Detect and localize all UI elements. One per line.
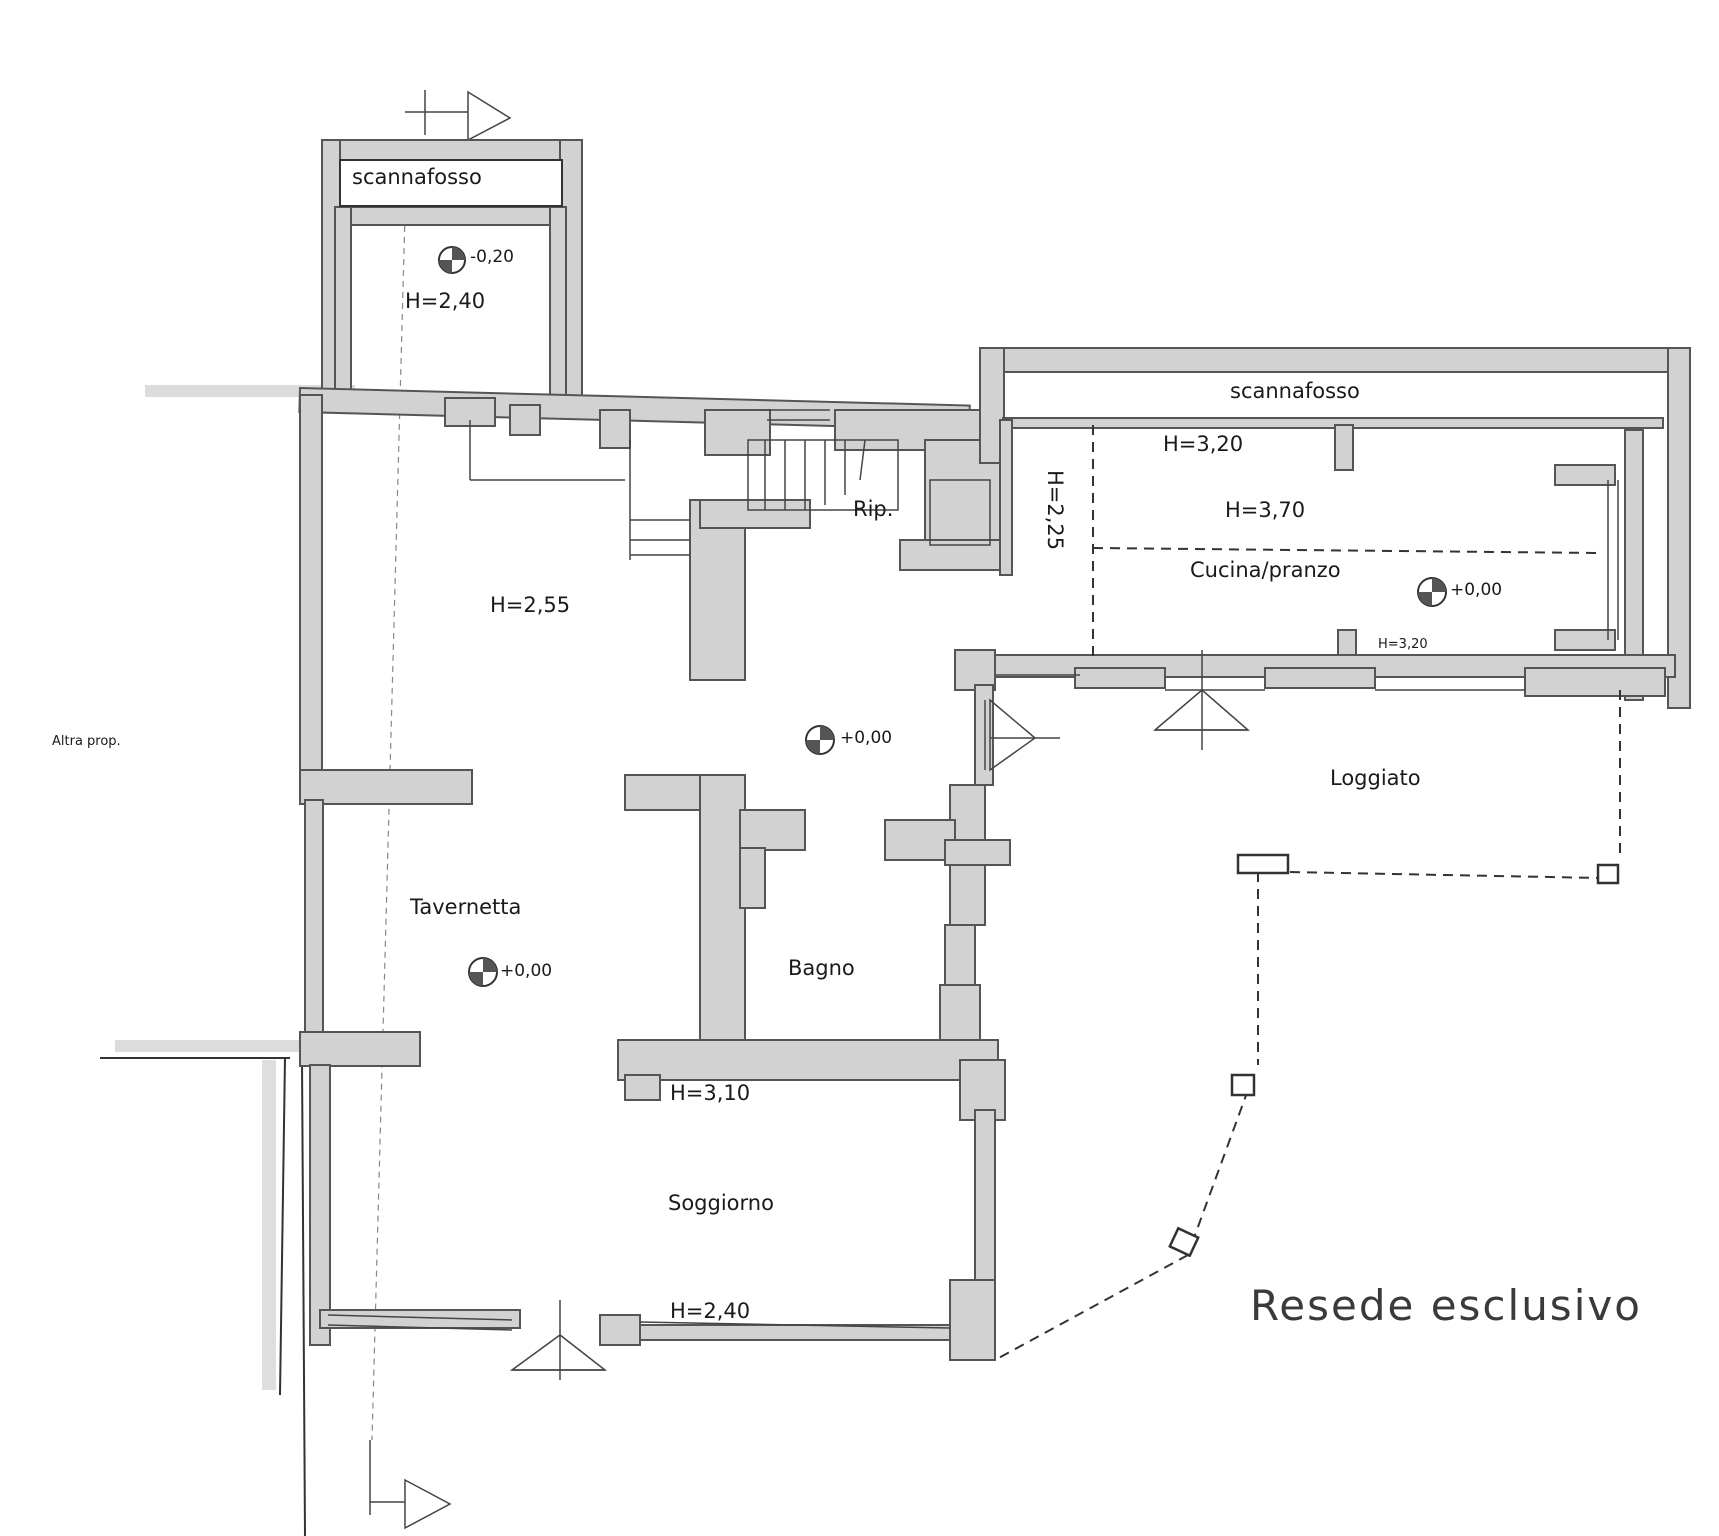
hall-level: +0,00 [840,728,892,748]
kitchen-label: Cucina/pranzo [1190,558,1341,582]
soggiorno-label: Soggiorno [668,1191,774,1215]
soggiorno-height-top: H=3,10 [670,1081,750,1105]
loggiato-label: Loggiato [1330,766,1421,790]
top-room-level: -0,20 [470,247,514,267]
kitchen-height-small: H=3,20 [1378,637,1428,652]
top-room-height: H=2,40 [405,289,485,313]
level-marker-hall [805,725,835,755]
kitchen-height-top: H=3,20 [1163,432,1243,456]
section-marker-top [405,90,512,142]
tavernetta-level: +0,00 [500,961,552,981]
kitchen-level: +0,00 [1450,580,1502,600]
level-marker-tavernetta [468,957,498,987]
section-marker-bottom [369,1440,452,1530]
corridor-height: H=2,25 [1043,470,1067,550]
staircase [469,420,899,560]
main-walls [298,347,1691,1361]
level-marker-kitchen [1417,577,1447,607]
resede-label: Resede esclusivo [1250,1281,1642,1330]
windows [327,409,1619,1331]
main-room-height: H=2,55 [490,593,570,617]
scannafosso-left-label: scannafosso [352,165,482,189]
top-room-walls [321,139,583,399]
scannafosso-right-label: scannafosso [1230,379,1360,403]
loggiato-piers [1168,853,1620,1258]
bagno-label: Bagno [788,956,855,980]
ripostiglio-box [929,479,991,546]
rip-label: Rip. [853,497,893,521]
dashed-lines [994,425,1621,1361]
level-marker-top-room [438,246,466,274]
door-symbols [509,650,1251,1380]
soggiorno-height-bottom: H=2,40 [670,1299,750,1323]
altra-prop-label: Altra prop. [52,734,121,749]
tavernetta-label: Tavernetta [409,895,521,919]
kitchen-height-mid: H=3,70 [1225,498,1305,522]
